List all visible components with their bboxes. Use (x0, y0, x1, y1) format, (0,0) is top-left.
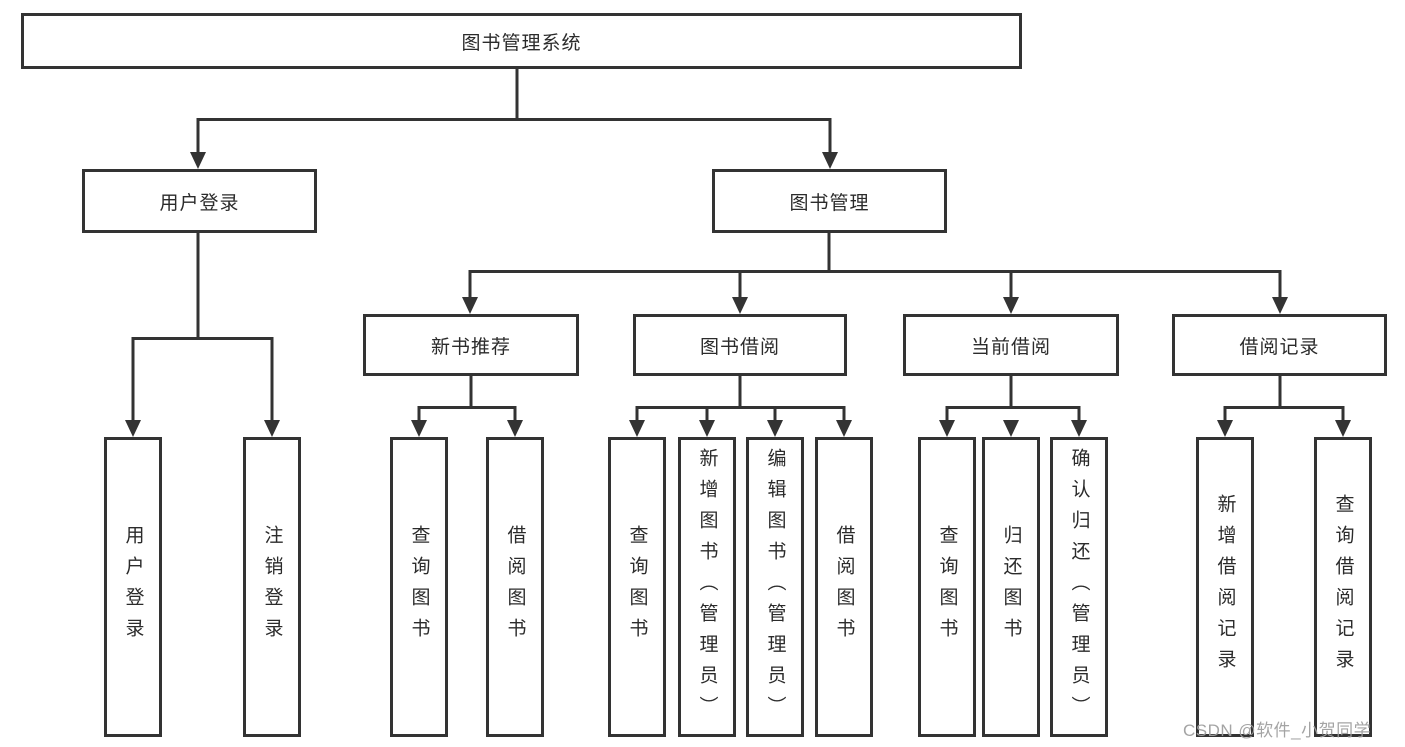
leaf-edit-books-admin: 编辑图书（管理员） (746, 437, 804, 737)
leaf-query-books-borrowing: 查询图书 (608, 437, 666, 737)
node-root-label: 图书管理系统 (461, 32, 582, 54)
leaf-add-books-admin: 新增图书（管理员） (678, 437, 736, 737)
node-borrow-records-label: 借阅记录 (1239, 336, 1320, 358)
leaf-query-books-recommend: 查询图书 (390, 437, 448, 737)
leaf-add-borrow-record: 新增借阅记录 (1196, 437, 1254, 737)
leaf-user-login: 用户登录 (104, 437, 162, 737)
leaf-query-borrow-record: 查询借阅记录 (1314, 437, 1372, 737)
leaf-query-books-borrowing-label: 查询图书 (626, 525, 648, 649)
csdn-watermark: CSDN @软件_小贺同学 (1183, 721, 1372, 740)
leaf-edit-books-admin-label: 编辑图书（管理员） (764, 447, 786, 727)
node-borrow-records: 借阅记录 (1172, 314, 1387, 376)
leaf-borrow-books: 借阅图书 (815, 437, 873, 737)
leaf-query-books-current-label: 查询图书 (936, 525, 958, 649)
node-book-borrowing-label: 图书借阅 (699, 336, 780, 358)
node-current-borrowing: 当前借阅 (903, 314, 1119, 376)
leaf-return-books: 归还图书 (982, 437, 1040, 737)
leaf-logout-label: 注销登录 (261, 525, 283, 649)
node-user-login: 用户登录 (82, 169, 317, 233)
node-current-borrowing-label: 当前借阅 (970, 336, 1051, 358)
leaf-add-borrow-record-label: 新增借阅记录 (1214, 494, 1236, 680)
leaf-confirm-return-admin-label: 确认归还（管理员） (1068, 447, 1090, 727)
leaf-query-books-current: 查询图书 (918, 437, 976, 737)
node-book-management: 图书管理 (712, 169, 947, 233)
node-book-borrowing: 图书借阅 (633, 314, 847, 376)
leaf-borrow-books-label: 借阅图书 (833, 525, 855, 649)
node-book-management-label: 图书管理 (789, 192, 870, 214)
leaf-borrow-books-recommend: 借阅图书 (486, 437, 544, 737)
node-user-login-label: 用户登录 (159, 192, 240, 214)
leaf-borrow-books-recommend-label: 借阅图书 (504, 525, 526, 649)
node-new-book-recommend-label: 新书推荐 (430, 336, 511, 358)
leaf-query-borrow-record-label: 查询借阅记录 (1332, 494, 1354, 680)
node-new-book-recommend: 新书推荐 (363, 314, 579, 376)
leaf-logout: 注销登录 (243, 437, 301, 737)
leaf-add-books-admin-label: 新增图书（管理员） (696, 447, 718, 727)
node-root: 图书管理系统 (21, 13, 1022, 69)
leaf-query-books-recommend-label: 查询图书 (408, 525, 430, 649)
leaf-return-books-label: 归还图书 (1000, 525, 1022, 649)
leaf-confirm-return-admin: 确认归还（管理员） (1050, 437, 1108, 737)
leaf-user-login-label: 用户登录 (122, 525, 144, 649)
